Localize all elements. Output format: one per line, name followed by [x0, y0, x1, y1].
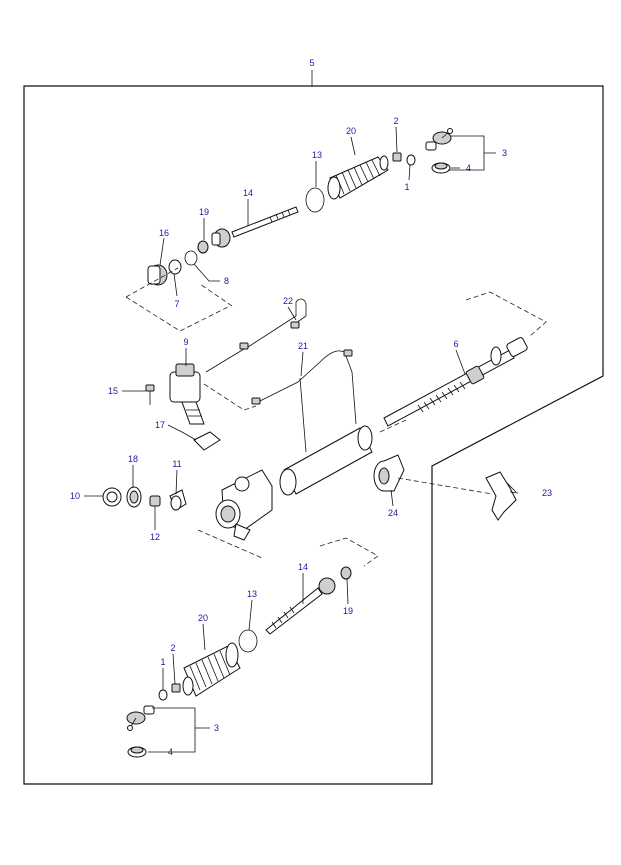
callout-24: 24: [388, 508, 398, 518]
callout-2: 2: [393, 116, 398, 126]
callout-1: 1: [404, 182, 409, 192]
callout-6: 6: [453, 339, 458, 349]
bolt-15: [145, 384, 155, 405]
o-ring-8: [184, 250, 198, 266]
cylinder-tube: [279, 425, 373, 496]
feed-pipe-22: [205, 298, 307, 373]
bellows-boot-upper: [327, 155, 389, 200]
callout-20: 20: [346, 126, 356, 136]
callout-8: 8: [224, 276, 229, 286]
plug-11: [169, 489, 187, 511]
tie-rod-end-lower: [126, 705, 155, 731]
callout-14: 14: [243, 188, 253, 198]
leader-lines: [84, 126, 519, 753]
callout-3b: 3: [214, 723, 219, 733]
callout-17: 17: [155, 420, 165, 430]
inner-tie-rod-upper: [211, 206, 299, 248]
callout-labels: 5 20 2 3 13 1 4 14 19 16 8 7 22 9 21 6 1…: [70, 58, 552, 757]
callout-21: 21: [298, 341, 308, 351]
clip-lower: [158, 689, 168, 701]
callout-13: 13: [312, 150, 322, 160]
callout-22: 22: [283, 296, 293, 306]
pinion-valve-9: [169, 363, 205, 425]
lock-washer-lower: [340, 566, 352, 580]
clip-upper: [406, 154, 416, 166]
callout-19: 19: [199, 207, 209, 217]
dust-cap-lower: [127, 746, 147, 758]
dust-cap-upper: [431, 162, 451, 174]
assembly-frame: [23, 85, 604, 785]
callout-10: 10: [70, 491, 80, 501]
callout-2b: 2: [170, 643, 175, 653]
clamp-band-lower: [238, 629, 258, 653]
bushing-18: [126, 486, 142, 508]
rack-bar-6: [383, 337, 528, 427]
bellows-boot-lower: [182, 642, 241, 697]
feed-pipe-21: [251, 349, 357, 453]
callout-18: 18: [128, 454, 138, 464]
callout-11: 11: [172, 459, 181, 469]
tie-rod-end-upper: [425, 128, 453, 151]
callout-16: 16: [159, 228, 169, 238]
callout-4b: 4: [168, 747, 173, 757]
callout-14b: 14: [298, 562, 308, 572]
inner-tie-rod-lower: [265, 577, 336, 635]
bushing-24: [373, 454, 405, 492]
nut-12: [149, 495, 161, 507]
callout-5: 5: [309, 58, 314, 68]
callout-23: 23: [542, 488, 552, 498]
callout-1b: 1: [160, 657, 165, 667]
lock-nut-lower: [171, 683, 181, 693]
callout-15: 15: [108, 386, 118, 396]
callout-7: 7: [174, 299, 179, 309]
seal-ring-10: [102, 487, 122, 507]
lock-washer-upper: [197, 240, 209, 254]
callout-4: 4: [466, 163, 471, 173]
callout-13b: 13: [247, 589, 257, 599]
mounting-bracket-23: [485, 471, 517, 521]
clamp-band-upper: [305, 187, 325, 213]
lock-ring-7: [168, 259, 182, 275]
callout-9: 9: [183, 337, 188, 347]
rack-support-16: [147, 264, 168, 286]
gear-housing: [215, 469, 273, 541]
callout-12: 12: [150, 532, 160, 542]
callout-19b: 19: [343, 606, 353, 616]
callout-3: 3: [502, 148, 507, 158]
lock-nut-upper: [392, 152, 402, 162]
callout-20b: 20: [198, 613, 208, 623]
gasket-17: [193, 431, 221, 451]
